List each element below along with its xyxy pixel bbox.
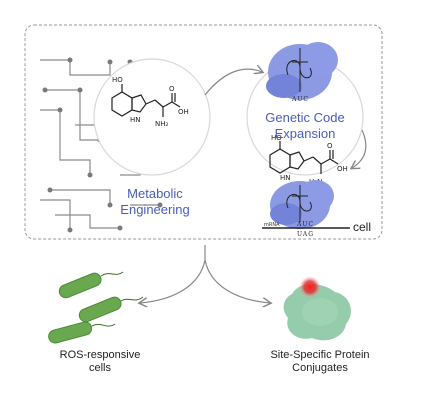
anticodon-top: AUC: [291, 96, 309, 103]
mol-top-nh2: NH₂: [155, 120, 169, 128]
ros-responsive-label: ROS-responsive cells: [40, 349, 160, 375]
metabolic-label-line2: Engineering: [120, 201, 190, 217]
arrow-gce-to-incorporation: [352, 129, 367, 168]
bacteria-group: [48, 271, 144, 344]
ros-dot: [299, 276, 321, 298]
mol-bottom-o: O: [327, 142, 333, 150]
arrow-to-conjugates: [204, 259, 270, 303]
conj-label-line2: Conjugates: [292, 362, 348, 375]
anticodon-bottom: AUC: [296, 221, 314, 228]
genetic-code-expansion-label: Genetic Code Expansion: [250, 110, 360, 141]
bacterium-1: [58, 271, 124, 299]
mrna-label: mRNA: [264, 222, 280, 228]
mol-top-o: O: [169, 85, 175, 93]
ros-label-line1: ROS-responsive: [59, 349, 141, 361]
mol-top-oh-acid: OH: [178, 108, 189, 116]
conj-label-line1: Site-Specific Protein: [270, 349, 370, 361]
metabolic-circle: [93, 58, 211, 176]
hydroxytryptophan-bottom: [269, 141, 339, 174]
metabolic-label-line1: Metabolic: [127, 186, 183, 201]
bacterium-3: [48, 321, 116, 344]
metabolic-engineering-label: Metabolic Engineering: [110, 186, 200, 217]
cell-boundary: [24, 24, 383, 240]
mol-bottom-oh-acid: OH: [337, 165, 348, 173]
mol-top-oh: HO: [112, 76, 123, 84]
ribosome-bottom: [270, 180, 334, 229]
mol-bottom-oh: HO: [271, 134, 282, 142]
bacterium-2: [78, 296, 144, 323]
gce-label-line2: Expansion: [274, 125, 336, 141]
arrow-metabolic-to-gce: [204, 69, 262, 96]
site-specific-conjugates-label: Site-Specific Protein Conjugates: [250, 349, 390, 375]
gce-label-line1: Genetic Code: [265, 110, 345, 125]
cell-label: cell: [353, 220, 372, 234]
mol-bottom-hn: HN: [280, 174, 291, 182]
ros-label-line2: cells: [88, 362, 111, 375]
metabolic-network: [40, 59, 160, 230]
mol-top-hn: HN: [130, 116, 141, 124]
protein-conjugate: [283, 276, 351, 341]
arrow-to-ros: [140, 259, 206, 303]
ribosome-top: [266, 42, 338, 100]
codon-bottom: UAG: [297, 231, 314, 238]
hydroxytryptophan-top: [111, 84, 181, 117]
